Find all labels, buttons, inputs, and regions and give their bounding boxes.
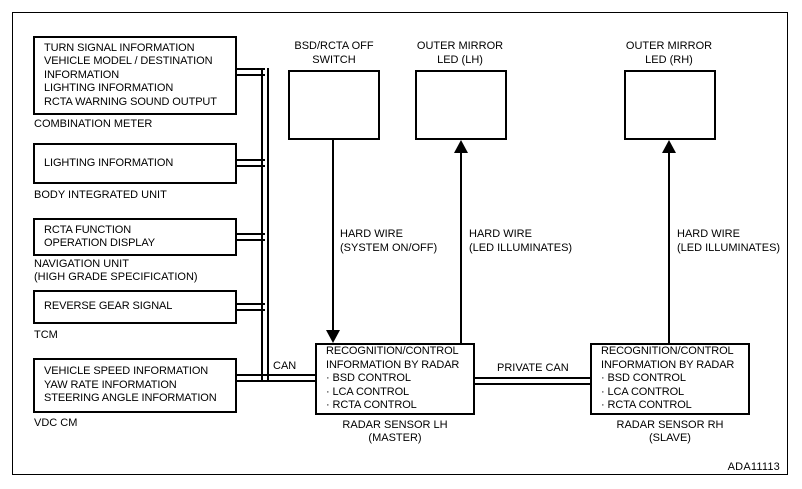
bsd-rcta-off-switch-header-line-2: SWITCH — [312, 53, 356, 66]
vdc-cm-line-3: STEERING ANGLE INFORMATION — [44, 392, 217, 405]
hard-wire-label-led-lh-line-2: (LED ILLUMINATES) — [469, 241, 573, 254]
can-stub-combination-meter — [236, 68, 265, 76]
radar-sensor-rh-box: RECOGNITION/CONTROL INFORMATION BY RADAR… — [590, 343, 750, 415]
radar-sensor-rh-line-4: · LCA CONTROL — [601, 385, 685, 398]
radar-sensor-rh-line-2: INFORMATION BY RADAR — [601, 358, 735, 371]
radar-sensor-lh-line-5: · RCTA CONTROL — [326, 399, 417, 412]
can-stub-body-integrated-unit — [236, 159, 265, 167]
hard-wire-label-led-lh: HARD WIRE (LED ILLUMINATES) — [469, 228, 572, 255]
navigation-unit-box: RCTA FUNCTION OPERATION DISPLAY — [33, 218, 237, 256]
hard-wire-label-system-on-off: HARD WIRE (SYSTEM ON/OFF) — [340, 228, 437, 255]
private-can-bus — [473, 377, 592, 385]
radar-sensor-lh-line-2: INFORMATION BY RADAR — [326, 358, 460, 371]
can-bus-trunk — [261, 68, 269, 382]
radar-sensor-rh-line-1: RECOGNITION/CONTROL — [601, 345, 734, 358]
outer-mirror-led-lh-header-line-2: LED (LH) — [437, 53, 483, 66]
radar-sensor-lh-caption: RADAR SENSOR LH — [342, 419, 448, 431]
radar-sensor-lh-line-3: · BSD CONTROL — [326, 372, 411, 385]
radar-sensor-lh-line-4: · LCA CONTROL — [326, 385, 410, 398]
private-can-bus-label: PRIVATE CAN — [495, 362, 571, 376]
vdc-cm-caption: VDC CM — [34, 417, 78, 429]
bsd-rcta-off-switch-header-line-1: BSD/RCTA OFF — [294, 40, 374, 52]
can-bus-to-radar-lh — [261, 374, 319, 382]
can-bus-label: CAN — [271, 360, 299, 374]
navigation-unit-caption: NAVIGATION UNIT — [34, 258, 129, 270]
navigation-unit-line-2: OPERATION DISPLAY — [44, 237, 155, 249]
hard-wire-label-led-rh-line-2: (LED ILLUMINATES) — [677, 241, 781, 254]
body-integrated-unit-line-1: LIGHTING INFORMATION — [44, 156, 174, 169]
can-stub-vdc-cm — [236, 374, 265, 382]
hard-wire-arrow-led-lh — [454, 140, 468, 153]
bsd-rcta-off-switch-box — [288, 70, 380, 140]
combination-meter-line-4: LIGHTING INFORMATION — [44, 82, 174, 95]
outer-mirror-led-lh-header-line-1: OUTER MIRROR — [416, 40, 504, 52]
diagram-frame — [12, 12, 788, 475]
outer-mirror-led-rh-header-line-2: LED (RH) — [645, 53, 693, 66]
hard-wire-line-led-lh — [460, 150, 462, 344]
vdc-cm-box: VEHICLE SPEED INFORMATION YAW RATE INFOR… — [33, 358, 237, 413]
combination-meter-line-3: INFORMATION — [44, 68, 120, 81]
outer-mirror-led-lh-header: OUTER MIRROR LED (LH) — [406, 40, 514, 67]
combination-meter-box: TURN SIGNAL INFORMATION VEHICLE MODEL / … — [33, 36, 237, 115]
radar-sensor-rh-line-3: · BSD CONTROL — [601, 372, 686, 385]
tcm-caption: TCM — [34, 329, 58, 341]
tcm-box: REVERSE GEAR SIGNAL — [33, 290, 237, 324]
navigation-unit-line-1: RCTA FUNCTION — [44, 223, 132, 236]
combination-meter-line-1: TURN SIGNAL INFORMATION — [44, 41, 195, 54]
hard-wire-line-led-rh — [668, 150, 670, 344]
can-stub-tcm — [236, 303, 265, 311]
radar-sensor-lh-caption-2: (MASTER) — [368, 432, 422, 444]
radar-sensor-lh-line-1: RECOGNITION/CONTROL — [326, 345, 459, 358]
hard-wire-label-led-lh-line-1: HARD WIRE — [469, 228, 532, 240]
radar-sensor-lh-box: RECOGNITION/CONTROL INFORMATION BY RADAR… — [315, 343, 475, 415]
outer-mirror-led-rh-header: OUTER MIRROR LED (RH) — [615, 40, 723, 67]
outer-mirror-led-rh-box — [624, 70, 716, 140]
hard-wire-label-system-on-off-line-2: (SYSTEM ON/OFF) — [340, 241, 438, 254]
diagram-code: ADA11113 — [727, 461, 780, 473]
hard-wire-line-system-on-off — [332, 140, 334, 332]
can-stub-navigation-unit — [236, 233, 265, 241]
outer-mirror-led-lh-box — [415, 70, 507, 140]
navigation-unit-caption-2: (HIGH GRADE SPECIFICATION) — [34, 271, 198, 283]
radar-sensor-rh-caption: RADAR SENSOR RH — [616, 419, 724, 431]
hard-wire-label-system-on-off-line-1: HARD WIRE — [340, 228, 403, 240]
body-integrated-unit-box: LIGHTING INFORMATION — [33, 143, 237, 184]
hard-wire-label-led-rh-line-1: HARD WIRE — [677, 228, 740, 240]
hard-wire-arrow-led-rh — [662, 140, 676, 153]
vdc-cm-line-2: YAW RATE INFORMATION — [44, 378, 177, 391]
vdc-cm-line-1: VEHICLE SPEED INFORMATION — [44, 365, 209, 378]
hard-wire-label-led-rh: HARD WIRE (LED ILLUMINATES) — [677, 228, 780, 255]
outer-mirror-led-rh-header-line-1: OUTER MIRROR — [625, 40, 713, 52]
radar-sensor-rh-caption-2: (SLAVE) — [649, 432, 691, 444]
combination-meter-caption: COMBINATION METER — [34, 118, 153, 130]
combination-meter-line-5: RCTA WARNING SOUND OUTPUT — [44, 95, 217, 108]
radar-sensor-rh-line-5: · RCTA CONTROL — [601, 399, 692, 412]
body-integrated-unit-caption: BODY INTEGRATED UNIT — [34, 189, 167, 201]
bsd-rcta-off-switch-header: BSD/RCTA OFF SWITCH — [280, 40, 388, 67]
hard-wire-arrow-system-on-off — [326, 330, 340, 343]
combination-meter-line-2: VEHICLE MODEL / DESTINATION — [44, 55, 213, 68]
tcm-line-1: REVERSE GEAR SIGNAL — [44, 300, 173, 313]
